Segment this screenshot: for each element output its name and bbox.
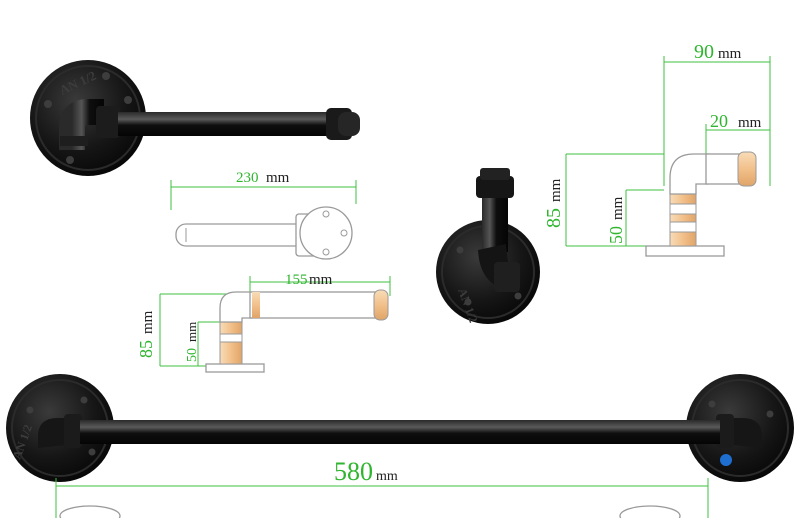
dim-hook-base-unit: mm: [610, 196, 626, 220]
dim-hook-height-unit: mm: [548, 178, 564, 202]
dim-holder-width-unit: mm: [266, 170, 290, 186]
dim-hook-tip-value: 20: [710, 111, 728, 131]
dim-hook-width-value: 90: [694, 41, 714, 63]
towel-bar-photo: AN 1/2: [6, 374, 794, 482]
dim-holder-height-value: 85: [136, 340, 156, 358]
dim-hook-width-unit: mm: [718, 46, 742, 62]
robe-hook-photo: AN 1/2: [436, 168, 540, 325]
dim-towel-length-unit: mm: [376, 469, 398, 484]
towel-bar-dimension: 580 mm: [55, 457, 709, 523]
pipe-icon: [118, 112, 330, 136]
dim-hook-tip-unit: mm: [738, 115, 762, 131]
towel-pipe-icon: [80, 420, 720, 444]
dim-hook-base-value: 50: [606, 226, 626, 244]
robe-hook-drawing: 90 mm 20 mm 85 mm 50 mm: [543, 41, 771, 257]
elbow-icon: [59, 99, 104, 150]
dim-holder-base-value: 50: [185, 348, 200, 362]
dim-towel-length-value: 580: [334, 457, 373, 486]
blue-sticker-icon: [720, 454, 732, 466]
end-cap-icon-2: [476, 176, 514, 198]
dim-holder-arm-unit: mm: [309, 272, 333, 288]
dim-holder-width-value: 230: [236, 170, 259, 186]
dim-holder-base-unit: mm: [184, 322, 199, 342]
pipe-icon-2: [482, 196, 508, 252]
paper-holder-photo: AN 1/2: [30, 60, 360, 176]
elbow-outline-icon: [219, 291, 253, 323]
flange-outline-icon: [299, 206, 353, 260]
dim-holder-arm-value: 155: [285, 272, 308, 288]
dim-holder-height-unit: mm: [140, 310, 156, 334]
paper-holder-side-drawing: 155 mm 85 mm 50 mm: [136, 272, 391, 373]
dim-hook-height-value: 85: [543, 208, 565, 228]
paper-holder-top-drawing: 230 mm: [170, 170, 357, 260]
elbow-outline-icon-2: [669, 153, 709, 195]
